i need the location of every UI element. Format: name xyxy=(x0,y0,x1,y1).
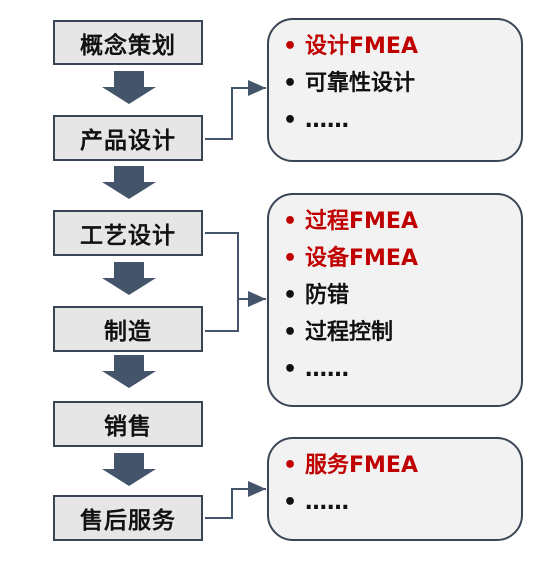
card-service-tools: • 服务FMEA • …… xyxy=(267,437,523,541)
step-label: 产品设计 xyxy=(80,128,176,154)
down-arrow-5 xyxy=(102,453,156,486)
bullet: • xyxy=(283,71,298,96)
bullet: • xyxy=(283,209,298,234)
card-process-tools: • 过程FMEA • 设备FMEA • 防错 • 过程控制 • …… xyxy=(267,193,523,407)
step-label: 工艺设计 xyxy=(80,223,176,249)
step-label: 售后服务 xyxy=(80,508,176,534)
step-process-design: 工艺设计 xyxy=(53,210,203,256)
step-sales: 销售 xyxy=(53,401,203,447)
down-arrow-4 xyxy=(102,355,156,388)
item-text: 服务FMEA xyxy=(305,453,418,478)
item-text: 可靠性设计 xyxy=(305,71,416,96)
step-label: 制造 xyxy=(104,319,152,345)
step-label: 销售 xyxy=(104,414,152,440)
item-text: 过程FMEA xyxy=(305,209,418,234)
bullet: • xyxy=(283,320,298,345)
item-text: 设备FMEA xyxy=(305,246,418,271)
item-text: …… xyxy=(305,490,349,515)
item-text: 设计FMEA xyxy=(305,34,418,59)
list-item: • 过程控制 xyxy=(283,314,521,351)
connector-design xyxy=(205,80,266,140)
down-arrow-3 xyxy=(102,262,156,295)
down-arrow-2 xyxy=(102,166,156,199)
item-text: 过程控制 xyxy=(305,320,394,345)
list-item: • 防错 xyxy=(283,277,521,314)
card-design-tools: • 设计FMEA • 可靠性设计 • …… xyxy=(267,18,523,162)
bullet: • xyxy=(283,108,298,133)
bullet: • xyxy=(283,34,298,59)
down-arrow-1 xyxy=(102,71,156,104)
step-manufacturing: 制造 xyxy=(53,306,203,352)
step-after-sales-service: 售后服务 xyxy=(53,495,203,541)
list-item: • 服务FMEA xyxy=(283,447,521,484)
bullet: • xyxy=(283,246,298,271)
item-text: 防错 xyxy=(305,283,350,308)
step-concept-planning: 概念策划 xyxy=(53,20,203,65)
list-item: • 设备FMEA xyxy=(283,240,521,277)
list-item: • …… xyxy=(283,102,521,139)
item-text: …… xyxy=(305,357,349,382)
bullet: • xyxy=(283,283,298,308)
connector-service xyxy=(205,481,266,519)
bullet: • xyxy=(283,453,298,478)
bullet: • xyxy=(283,490,298,515)
list-item: • 可靠性设计 xyxy=(283,65,521,102)
connector-process xyxy=(205,232,239,332)
step-product-design: 产品设计 xyxy=(53,115,203,161)
list-item: • 设计FMEA xyxy=(283,28,521,65)
list-item: • 过程FMEA xyxy=(283,203,521,240)
step-label: 概念策划 xyxy=(80,32,176,59)
bullet: • xyxy=(283,357,298,382)
list-item: • …… xyxy=(283,351,521,388)
item-text: …… xyxy=(305,108,349,133)
list-item: • …… xyxy=(283,484,521,521)
